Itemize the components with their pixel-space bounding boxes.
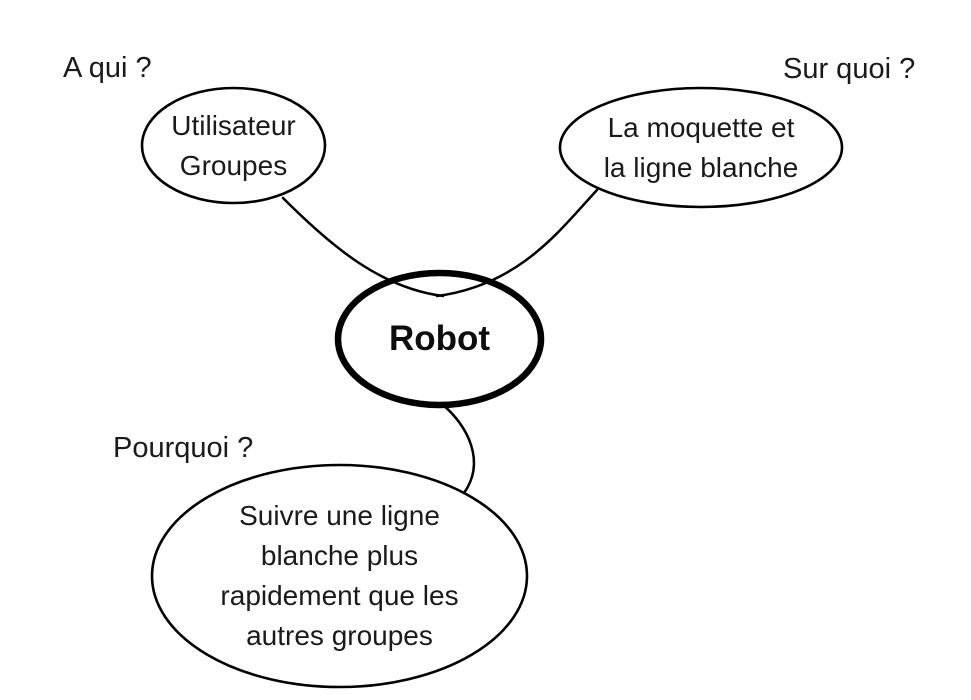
- node-why-line-1: Suivre une ligne: [239, 500, 440, 531]
- node-what-line-1: La moquette et: [607, 111, 795, 143]
- node-what-label: La moquette et la ligne blanche: [560, 88, 842, 207]
- node-why-line-2: blanche plus: [260, 540, 419, 571]
- connector-robot-why: [441, 403, 475, 495]
- node-robot-ellipse: [334, 269, 545, 409]
- node-why-ellipse: [150, 463, 529, 689]
- connector-what-robot: [435, 188, 599, 298]
- question-label-why: Pourquoi ?: [113, 432, 254, 464]
- node-who-line-2: Groupes: [179, 149, 288, 181]
- node-what-ellipse: [558, 86, 844, 209]
- node-what-line-2: la ligne blanche: [603, 151, 799, 183]
- node-why-line-4: autres groupes: [246, 620, 433, 651]
- node-who-line-1: Utilisateur: [171, 109, 296, 141]
- question-label-who: A qui ?: [63, 52, 152, 84]
- node-why-line-3: rapidement que les: [220, 580, 459, 611]
- node-who-ellipse: [140, 86, 327, 205]
- node-why-label: Suivre une ligne blanche plus rapidement…: [152, 465, 527, 687]
- connector-who-robot: [281, 196, 445, 298]
- node-robot-label: Robot: [388, 319, 491, 358]
- question-label-what: Sur quoi ?: [783, 53, 916, 85]
- node-who-label: Utilisateur Groupes: [142, 88, 325, 203]
